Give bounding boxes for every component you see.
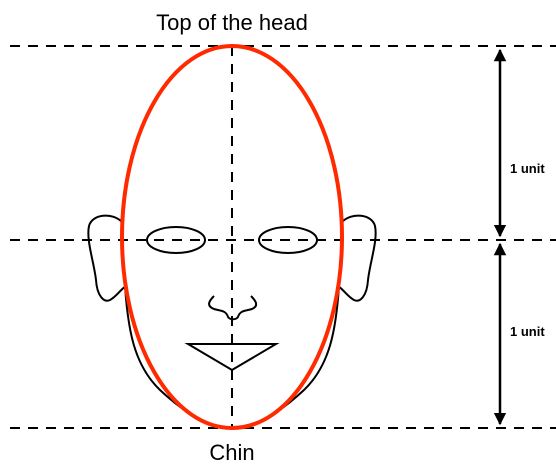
- chin-label: Chin: [209, 440, 254, 464]
- right-ear: [337, 214, 377, 302]
- right-eye: [258, 226, 318, 254]
- top-of-head-label: Top of the head: [156, 10, 308, 35]
- upper-unit-label: 1 unit: [510, 161, 545, 176]
- left-eye: [146, 226, 206, 254]
- lower-unit-label: 1 unit: [510, 324, 545, 339]
- left-ear: [87, 214, 127, 302]
- head-outline: [120, 44, 344, 430]
- mouth: [184, 343, 280, 372]
- nose: [208, 295, 258, 321]
